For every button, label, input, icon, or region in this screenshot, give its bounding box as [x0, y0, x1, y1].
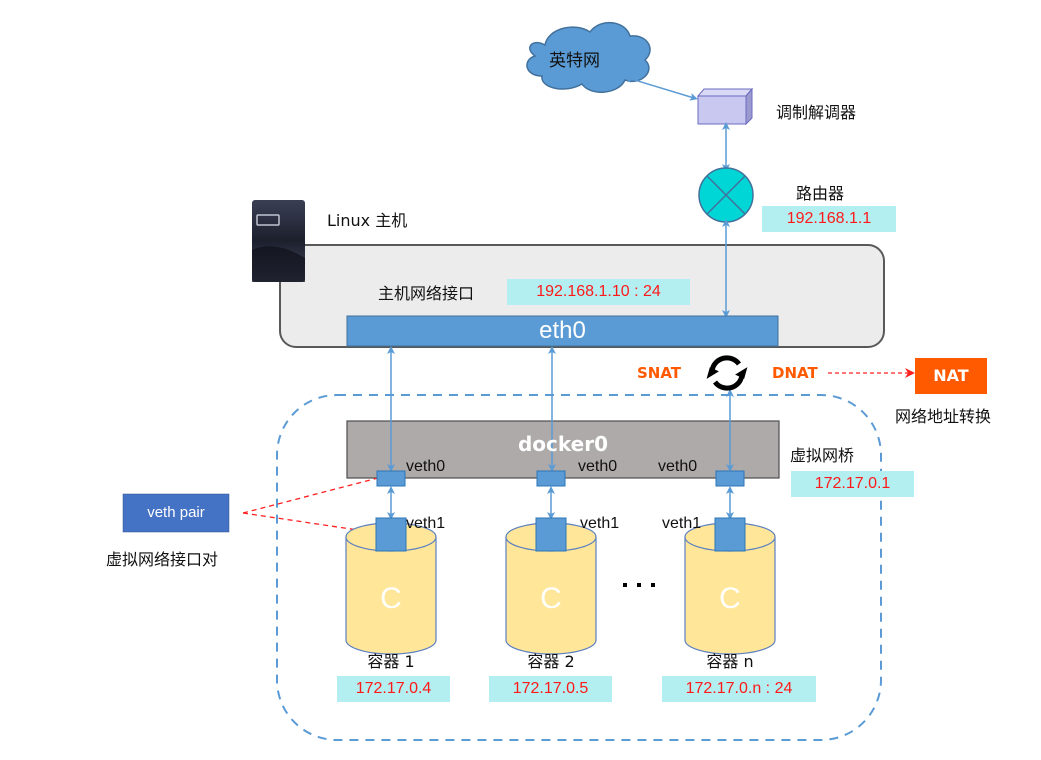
nat-caption: 网络地址转换	[895, 407, 992, 426]
container-cylinder-body	[684, 537, 776, 655]
container-ip: 172.17.0.4	[337, 676, 450, 702]
container-ip: 172.17.0.n : 24	[662, 676, 816, 702]
nic-label: 主机网络接口	[378, 284, 475, 303]
veth0-label: veth0	[578, 458, 618, 475]
nat-box	[915, 358, 987, 394]
veth1-label: veth1	[406, 515, 446, 532]
nat-box-label: NAT	[933, 366, 969, 385]
internet-label: 英特网	[549, 51, 600, 71]
veth-pair-label: veth pair	[147, 504, 205, 521]
veth0-port	[376, 470, 406, 487]
internet-modem-link	[624, 75, 698, 101]
veth1-port	[714, 517, 746, 552]
veth-pair-pointer-bottom	[242, 512, 379, 534]
docker-network-boundary	[276, 394, 882, 741]
ellipsis-icon	[623, 583, 655, 587]
veth1-label: veth1	[580, 515, 620, 532]
modem-label: 调制解调器	[776, 103, 857, 122]
server-icon	[252, 200, 305, 282]
bridge-label: 虚拟网桥	[790, 446, 855, 465]
veth0-port	[536, 470, 566, 487]
docker0-bridge	[346, 420, 780, 479]
container-1: C	[345, 470, 437, 655]
veth0-label: veth0	[658, 458, 698, 475]
container-2: C	[505, 470, 597, 655]
container-cylinder-body	[345, 537, 437, 655]
veth-pair-caption: 虚拟网络接口对	[106, 550, 219, 569]
snat-label: SNAT	[637, 364, 682, 382]
veth-pair-box	[122, 493, 230, 533]
container-cylinder-body	[505, 537, 597, 655]
container-ip: 172.17.0.5	[489, 676, 612, 702]
veth-pair-pointer-top	[242, 477, 379, 514]
veth0-label: veth0	[406, 458, 446, 475]
eth0-label: eth0	[539, 317, 586, 344]
veth1-port	[535, 517, 567, 552]
nat-rotate-icon	[706, 355, 748, 391]
dnat-label: DNAT	[772, 364, 818, 382]
modem-icon	[696, 87, 754, 126]
container-name: 容器 2	[527, 652, 575, 671]
container-glyph: C	[719, 582, 741, 615]
veth1-label: veth1	[662, 515, 702, 532]
nic-ip: 192.168.1.10 : 24	[507, 279, 690, 305]
container-name: 容器 1	[367, 652, 415, 671]
linux-host-label: Linux 主机	[327, 211, 408, 230]
router-ip: 192.168.1.1	[762, 206, 896, 232]
container-name: 容器 n	[706, 652, 754, 671]
container-glyph: C	[540, 582, 562, 615]
router-icon	[698, 167, 754, 223]
veth0-port	[715, 470, 745, 487]
veth1-port	[375, 517, 407, 552]
eth0-interface	[346, 315, 779, 347]
router-label: 路由器	[796, 184, 845, 203]
container-glyph: C	[380, 582, 402, 615]
bridge-ip: 172.17.0.1	[791, 471, 914, 497]
docker0-label: docker0	[517, 432, 609, 456]
container-3: C	[684, 470, 776, 655]
